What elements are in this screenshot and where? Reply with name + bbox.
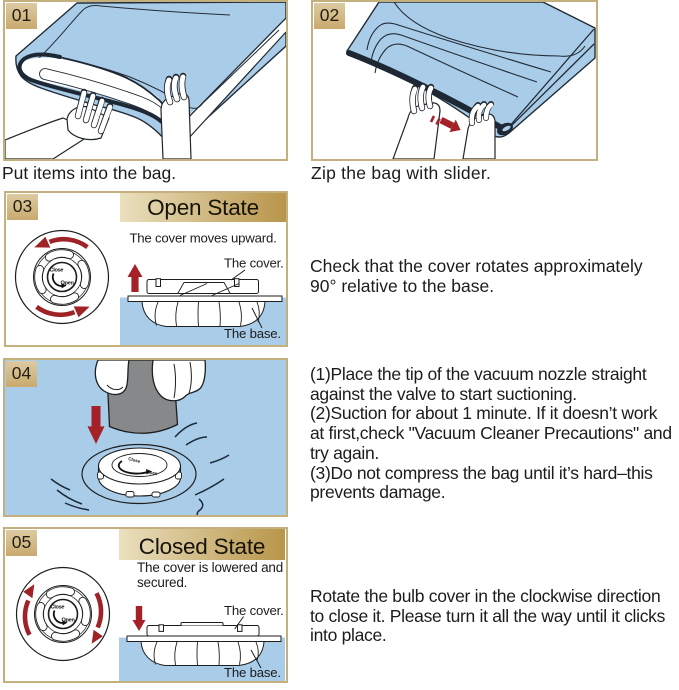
svg-text:The cover.: The cover. bbox=[224, 256, 284, 271]
svg-text:Close: Close bbox=[50, 268, 64, 274]
svg-text:Open: Open bbox=[61, 281, 75, 287]
svg-text:The base.: The base. bbox=[224, 665, 281, 680]
svg-text:Close: Close bbox=[51, 605, 65, 611]
svg-text:The cover moves upward.: The cover moves upward. bbox=[129, 231, 276, 246]
svg-text:Open: Open bbox=[146, 469, 159, 477]
svg-text:The base.: The base. bbox=[224, 326, 281, 341]
svg-text:The cover.: The cover. bbox=[224, 603, 284, 618]
svg-text:Open: Open bbox=[62, 618, 76, 624]
svg-text:Close: Close bbox=[128, 456, 142, 464]
